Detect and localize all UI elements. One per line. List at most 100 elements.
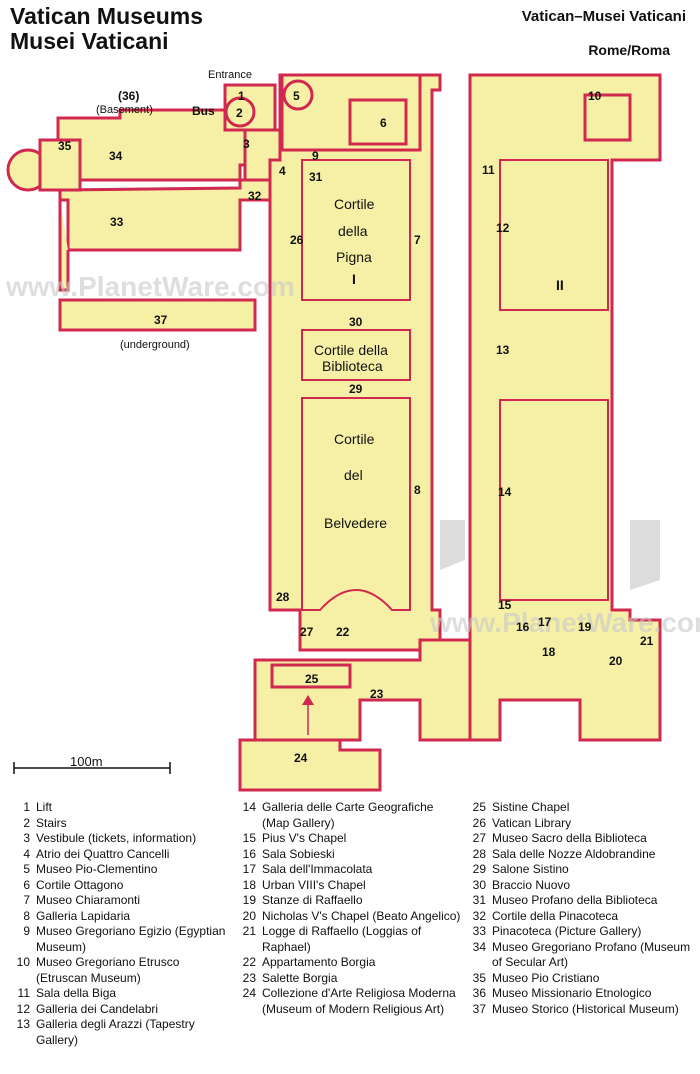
pinacoteca-wing [58, 178, 284, 252]
legend-text: Urban VIII's Chapel [262, 877, 366, 892]
legend-text: Stairs [36, 815, 67, 830]
legend-text: Cortile della Pinacoteca [492, 908, 619, 923]
legend-number: 15 [242, 831, 256, 845]
legend-number: 24 [242, 986, 256, 1000]
legend-text: Nicholas V's Chapel (Beato Angelico) [262, 908, 461, 923]
stair-rotunda [224, 96, 256, 128]
map-num-30: 30 [349, 315, 363, 329]
map-num-12: 12 [496, 221, 510, 235]
title-line-2: Musei Vaticani [10, 28, 169, 54]
map-num-11: 11 [482, 163, 495, 177]
legend-number: 2 [23, 815, 30, 830]
map-num-8: 8 [414, 483, 421, 497]
legend-item: 26 Vatican Library [464, 816, 696, 832]
legend-text: Museo Pio Cristiano [492, 970, 600, 985]
legend-text: Galleria Lapidaria [36, 908, 131, 923]
map-num-18: 18 [542, 645, 556, 659]
map-subtitle: Vatican–Musei Vaticani [521, 8, 686, 25]
legend-text: Museo Gregoriano Egizio (Egyptian Museum… [36, 924, 226, 954]
legend-number: 35 [472, 970, 486, 985]
legend-item: 14 Galleria delle Carte Geografiche (Map … [234, 800, 462, 831]
map-num-4: 4 [279, 164, 286, 178]
map-num-21: 21 [640, 634, 654, 648]
legend-column-1: 1 Lift 2 Stairs 3 Vestibule (tickets, informa… [8, 800, 234, 1048]
cortile-belv-2: del [344, 467, 363, 483]
legend-number: 26 [472, 815, 486, 830]
legend-text: Lift [36, 800, 53, 814]
map-num-32: 32 [248, 189, 262, 203]
legend-number: 7 [23, 893, 30, 907]
map-num-19: 19 [578, 620, 592, 634]
map-num-26: 26 [290, 233, 304, 247]
legend-number: 28 [472, 846, 486, 861]
legend-number: 21 [242, 924, 256, 938]
legend-number: 34 [472, 939, 486, 954]
legend-number: 25 [472, 800, 486, 814]
legend-text: Salone Sistino [492, 862, 569, 876]
legend-item: 33 Pinacoteca (Picture Gallery) [464, 924, 696, 940]
legend-text: Museo Missionario Etnologico [492, 986, 652, 1000]
legend-text: Sala della Biga [36, 986, 117, 1000]
legend-item: 35 Museo Pio Cristiano [464, 971, 696, 987]
legend-text: Galleria delle Carte Geografiche (Map Ga… [262, 800, 434, 830]
legend-number: 33 [472, 924, 486, 938]
legend-item: 1 Lift [8, 800, 234, 816]
legend-number: 18 [242, 877, 256, 892]
map-num-23: 23 [370, 687, 384, 701]
map-num-35: 35 [58, 139, 72, 153]
map-num-15: 15 [498, 598, 512, 612]
legend-number: 13 [16, 1017, 30, 1031]
bus-label: Bus [192, 104, 215, 118]
legend-item: 8 Galleria Lapidaria [8, 909, 234, 925]
cortile-della-pigna [301, 159, 411, 301]
legend-number: 30 [472, 877, 486, 892]
legend-number: 31 [472, 893, 486, 907]
west-end-block [38, 138, 82, 192]
legend-number: 8 [23, 908, 30, 923]
cortile-della-biblioteca [301, 329, 411, 381]
title-line-1: Vatican Museums [10, 3, 204, 29]
garden-shape-1 [440, 520, 465, 570]
garden-shape-2 [630, 520, 660, 590]
map-num-31: 31 [309, 170, 323, 184]
legend-number: 20 [242, 908, 256, 923]
scale-bar [13, 762, 171, 774]
legend-number: 11 [17, 986, 30, 1000]
legend-number: 14 [242, 800, 256, 814]
legend-text: Sala Sobieski [262, 846, 335, 861]
map-num-17: 17 [538, 615, 552, 629]
cortile-pigna-3: Pigna [336, 249, 372, 265]
map-title: Vatican Museums Musei Vaticani [10, 4, 203, 54]
legend-text: Vatican Library [492, 815, 572, 830]
map-num-29: 29 [349, 382, 363, 396]
roman-one: I [352, 271, 356, 287]
legend-text: Pius V's Chapel [262, 831, 347, 845]
legend-text: Vestibule (tickets, information) [36, 831, 197, 845]
legend-number: 3 [23, 831, 30, 845]
map-num-20: 20 [609, 654, 623, 668]
city-label: Rome/Roma [588, 42, 670, 58]
legend-item: 2 Stairs [8, 816, 234, 832]
legend-text: Galleria dei Candelabri [36, 1001, 159, 1016]
legend-number: 1 [23, 800, 30, 814]
watermark-2: www.PlanetWare.com [429, 607, 700, 638]
legend-number: 36 [472, 986, 486, 1000]
legend-column-2: 14 Galleria delle Carte Geografiche (Map … [234, 800, 462, 1017]
legend-text: Pinacoteca (Picture Gallery) [492, 924, 642, 938]
underground-label: (underground) [120, 339, 190, 351]
basement-label: (Basement) [96, 104, 153, 116]
legend-number: 32 [472, 908, 486, 923]
